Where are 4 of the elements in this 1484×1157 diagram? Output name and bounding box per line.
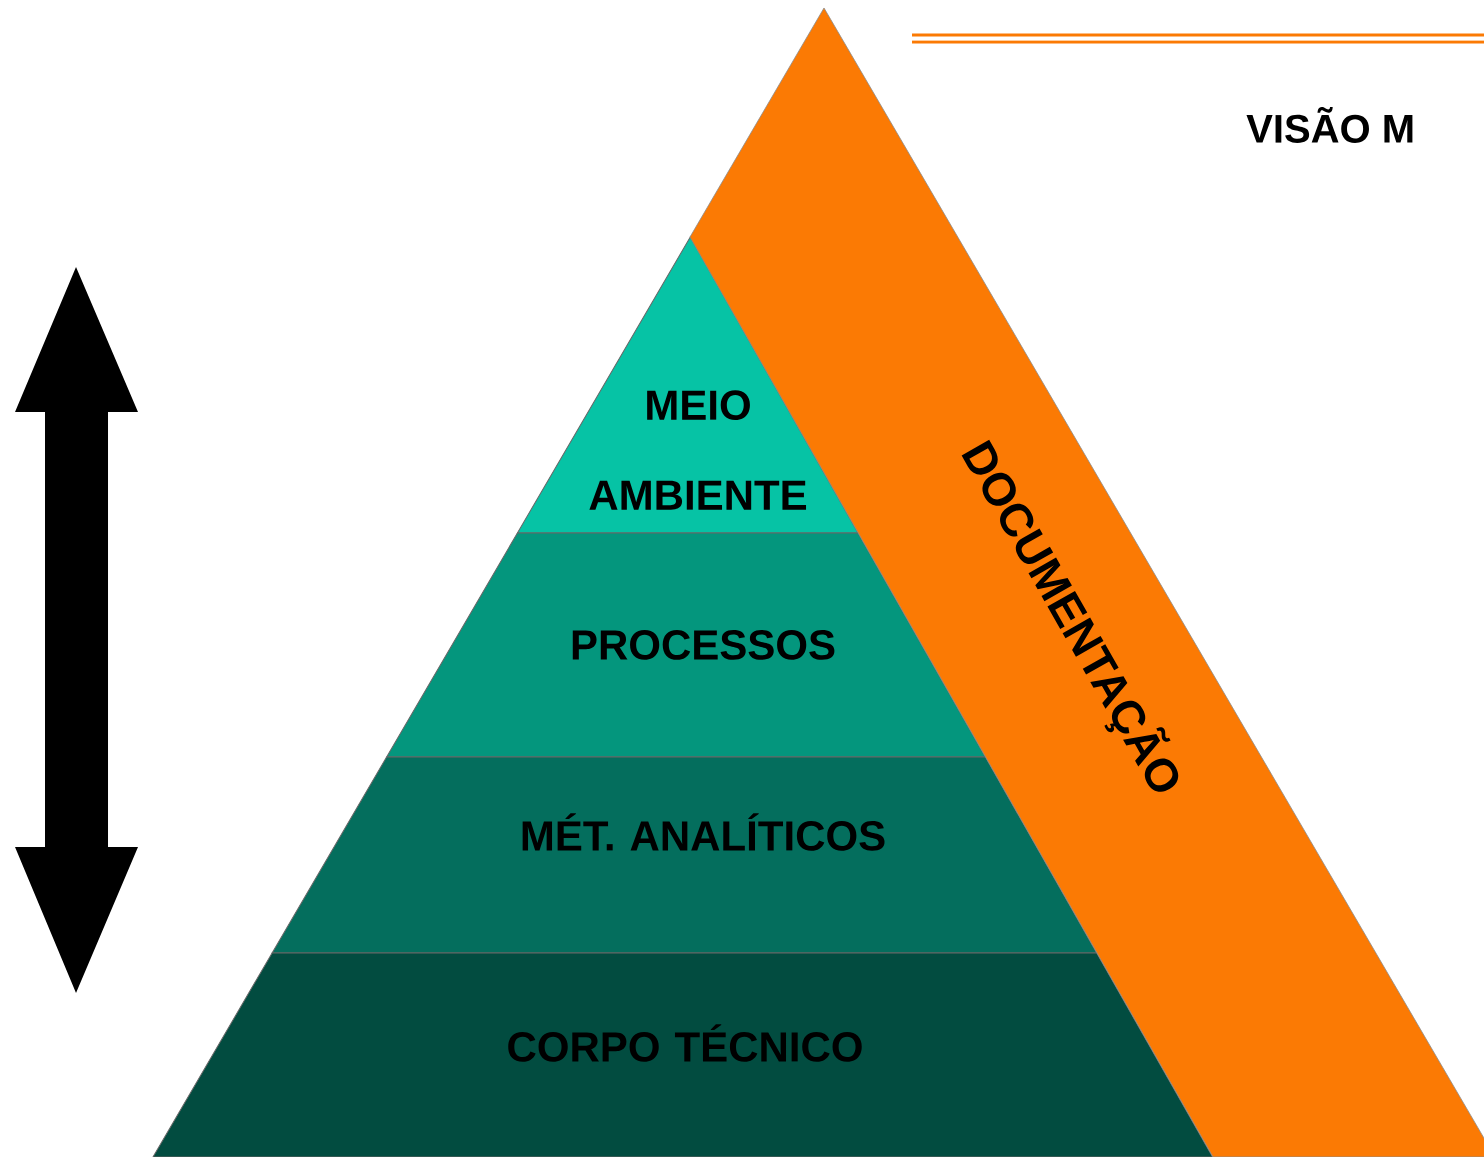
pyramid-layer: PROCESSOS bbox=[386, 532, 986, 758]
pyramid-layer: MÉT. ANALÍTICOS bbox=[271, 756, 1098, 954]
pyramid-layer: CORPO TÉCNICO bbox=[152, 952, 1214, 1157]
title: VISÃO M bbox=[1246, 107, 1413, 143]
